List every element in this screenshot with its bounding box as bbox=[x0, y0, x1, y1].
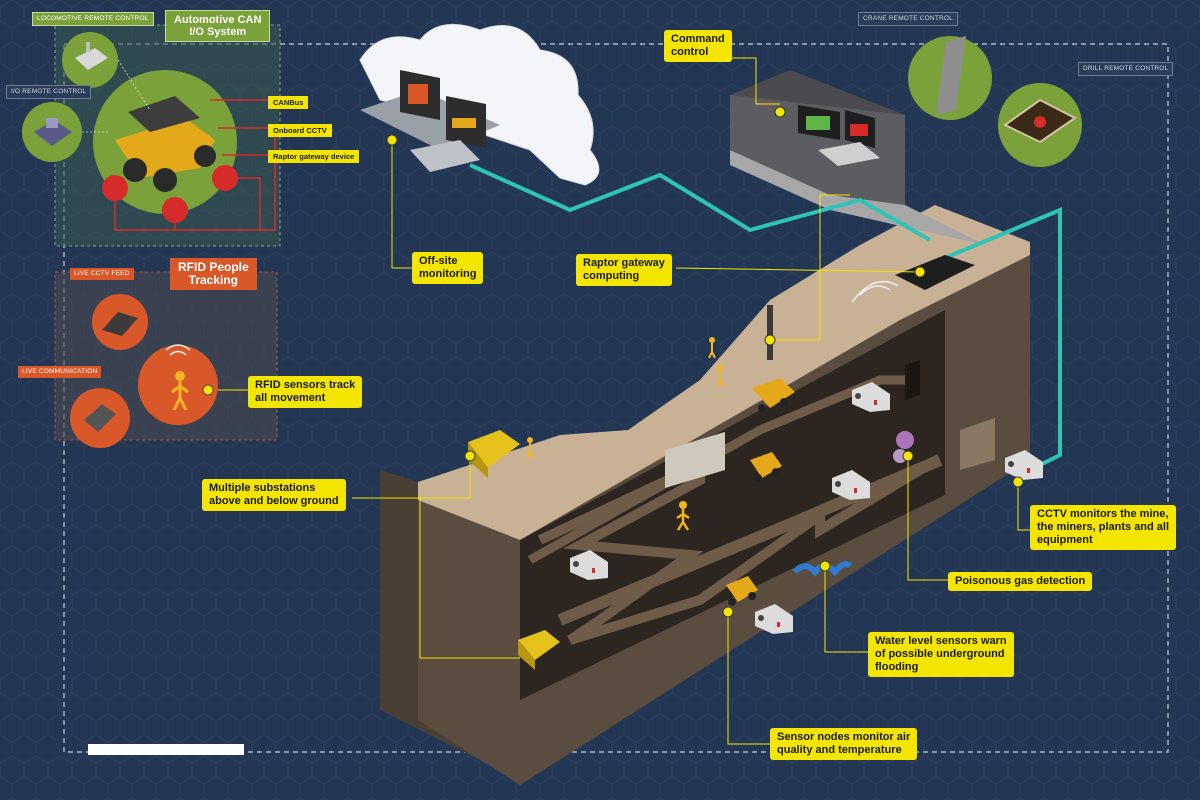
loader-icon bbox=[726, 576, 758, 606]
offsite-monitoring-callout: Off-site monitoring bbox=[412, 252, 484, 284]
cctv-monitors-callout: CCTV monitors the mine, the miners, plan… bbox=[1030, 505, 1177, 550]
water-level-callout: Water level sensors warn of possible und… bbox=[868, 632, 1014, 677]
raptor-gateway-icon bbox=[895, 255, 975, 290]
remote-control-icon bbox=[75, 48, 108, 70]
cctv-camera-icon bbox=[832, 470, 870, 500]
loader-icon bbox=[750, 452, 782, 482]
sensor-node-icon bbox=[212, 165, 238, 191]
cctv-camera-icon bbox=[852, 382, 890, 412]
can-panel bbox=[22, 24, 281, 247]
io-remote-label: I/O REMOTE CONTROL bbox=[6, 85, 92, 99]
miner-icon bbox=[708, 337, 716, 359]
offsite-workstation bbox=[360, 70, 500, 172]
rfid-panel-title: RFID People Tracking bbox=[170, 258, 257, 290]
io-remote-icon bbox=[34, 120, 72, 146]
sensor-node-icon bbox=[162, 197, 188, 223]
wifi-icon bbox=[851, 280, 899, 303]
miner-icon bbox=[716, 365, 724, 387]
mine-truck-icon bbox=[752, 378, 795, 412]
scale-bar bbox=[88, 744, 244, 755]
can-panel-title: Automotive CAN I/O System bbox=[165, 10, 271, 42]
raptor-gateway-device-label: Raptor gateway device bbox=[268, 150, 360, 163]
cctv-camera-icon bbox=[570, 550, 608, 580]
substations-callout: Multiple substations above and below gro… bbox=[202, 479, 346, 511]
miner-icon bbox=[175, 371, 185, 381]
sensor-nodes-callout: Sensor nodes monitor air quality and tem… bbox=[770, 728, 918, 760]
sensor-node-icon bbox=[102, 175, 128, 201]
raptor-gateway-computing-callout: Raptor gateway computing bbox=[576, 254, 672, 286]
canbus-label: CANBus bbox=[268, 96, 309, 109]
cctv-camera-icon bbox=[755, 604, 793, 634]
miner-icon bbox=[676, 501, 690, 531]
gas-cloud-icon bbox=[896, 431, 914, 449]
callout-dots bbox=[386, 106, 1024, 618]
substation-icon bbox=[518, 630, 560, 670]
miner-icon bbox=[526, 437, 534, 459]
live-cctv-label: LIVE CCTV FEED bbox=[70, 268, 134, 280]
network-link bbox=[469, 163, 931, 242]
mining-truck-icon bbox=[115, 96, 216, 192]
rfid-sensors-callout: RFID sensors track all movement bbox=[248, 376, 363, 408]
callout-leaders bbox=[352, 57, 1030, 745]
ground-left-face bbox=[380, 470, 520, 780]
onboard-cctv-label: Onboard CCTV bbox=[268, 124, 332, 137]
crane-remote-label: CRANE REMOTE CONTROL bbox=[858, 12, 958, 26]
drill-remote-label: DRILL REMOTE CONTROL bbox=[1078, 62, 1174, 76]
live-communication-label: LIVE COMMUNICATION bbox=[18, 366, 102, 378]
gas-detection-callout: Poisonous gas detection bbox=[948, 572, 1093, 591]
locomotive-remote-label: LOCOMOTIVE REMOTE CONTROL bbox=[32, 12, 154, 26]
person-circle bbox=[138, 345, 218, 425]
network-link bbox=[939, 207, 1062, 472]
rfid-panel bbox=[54, 271, 278, 448]
cctv-camera-icon bbox=[1005, 450, 1043, 480]
two-way-radio-icon bbox=[84, 404, 116, 432]
rfid-signal-icon bbox=[165, 344, 191, 356]
crane-remote-icon bbox=[936, 36, 966, 115]
laptop-icon bbox=[102, 312, 138, 336]
substation-icon bbox=[468, 430, 520, 478]
command-control-callout: Command control bbox=[664, 30, 732, 62]
